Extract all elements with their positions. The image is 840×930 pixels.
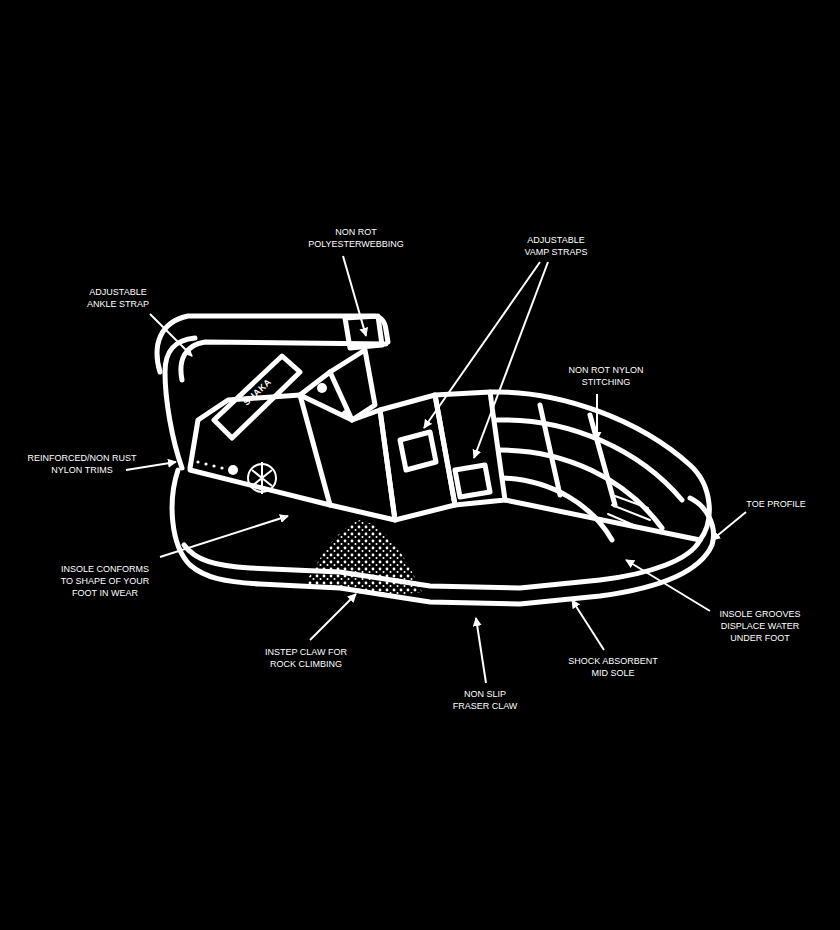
trim-dots (196, 383, 350, 475)
brand-logo (248, 462, 276, 494)
sandal-outline (157, 316, 713, 604)
callout-label: ADJUSTABLE VAMP STRAPS (516, 234, 596, 258)
callout-label: REINFORCED/NON RUST NYLON TRIMS (22, 452, 142, 476)
callout-label: NON ROT POLYESTERWEBBING (301, 226, 411, 250)
callout-label: ADJUSTABLE ANKLE STRAP (78, 286, 158, 310)
callout-label: INSOLE GROOVES DISPLACE WATER UNDER FOOT (715, 608, 805, 644)
callout-label: INSTEP CLAW FOR ROCK CLIMBING (251, 646, 361, 670)
leader-lines (126, 256, 746, 683)
callout-label: INSOLE CONFORMS TO SHAPE OF YOUR FOOT IN… (55, 563, 155, 599)
callout-label: NON SLIP FRASER CLAW (445, 688, 525, 712)
callout-label: TOE PROFILE (731, 498, 821, 510)
insole-grooves (608, 496, 650, 530)
callout-label: SHOCK ABSORBENT MID SOLE (563, 655, 663, 679)
callout-label: NON ROT NYLON STITCHING (558, 364, 654, 388)
